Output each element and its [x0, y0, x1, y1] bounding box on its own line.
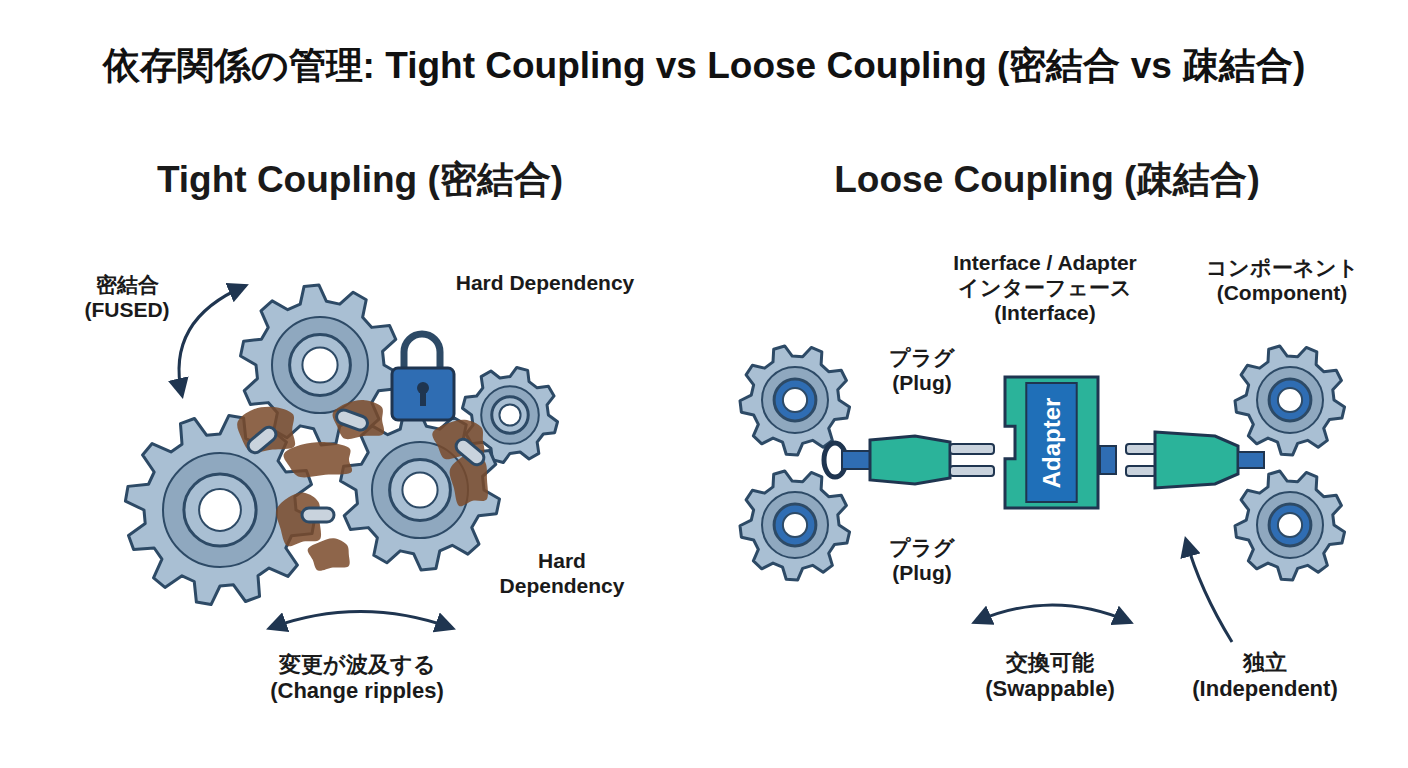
- rust-patch: [308, 538, 350, 571]
- plug: [1100, 432, 1264, 488]
- callout-label: 独立 (Independent): [1178, 650, 1353, 703]
- callout-label: 交換可能 (Swappable): [968, 650, 1133, 703]
- chain-link: [302, 508, 334, 522]
- gear: [1235, 346, 1345, 455]
- chain-link: [245, 424, 279, 455]
- callout-label: Interface / Adapter インターフェース (Interface): [925, 250, 1165, 326]
- callout-label: コンポーネント (Component): [1191, 255, 1373, 305]
- adapter-label: Adapter: [1038, 397, 1066, 488]
- curved-arrow: [179, 286, 245, 395]
- title: 依存関係の管理: Tight Coupling vs Loose Couplin…: [4, 44, 1404, 88]
- padlock: [392, 334, 454, 420]
- plug: [824, 436, 994, 484]
- rust-patch: [333, 400, 385, 439]
- gear: [1235, 471, 1345, 580]
- rust-patch: [284, 442, 353, 477]
- chain-link: [453, 436, 487, 467]
- leader-arrow: [1186, 540, 1232, 642]
- callout-label: Hard Dependency: [415, 270, 675, 295]
- callout-label: Hard Dependency: [494, 548, 630, 598]
- section-heading: Tight Coupling (密結合): [50, 158, 670, 202]
- adapter-box: Adapter: [1003, 375, 1100, 510]
- callout-label: 密結合 (FUSED): [71, 272, 183, 322]
- curved-arrow: [270, 612, 452, 629]
- callout-label: プラグ (Plug): [876, 535, 968, 585]
- callout-label: プラグ (Plug): [876, 345, 968, 395]
- curved-arrow: [975, 605, 1130, 622]
- section-heading: Loose Coupling (疎結合): [737, 158, 1357, 202]
- gear: [740, 471, 850, 580]
- callout-label: 変更が波及する (Change ripples): [241, 652, 473, 705]
- gear: [740, 346, 850, 455]
- chain-link: [335, 408, 370, 432]
